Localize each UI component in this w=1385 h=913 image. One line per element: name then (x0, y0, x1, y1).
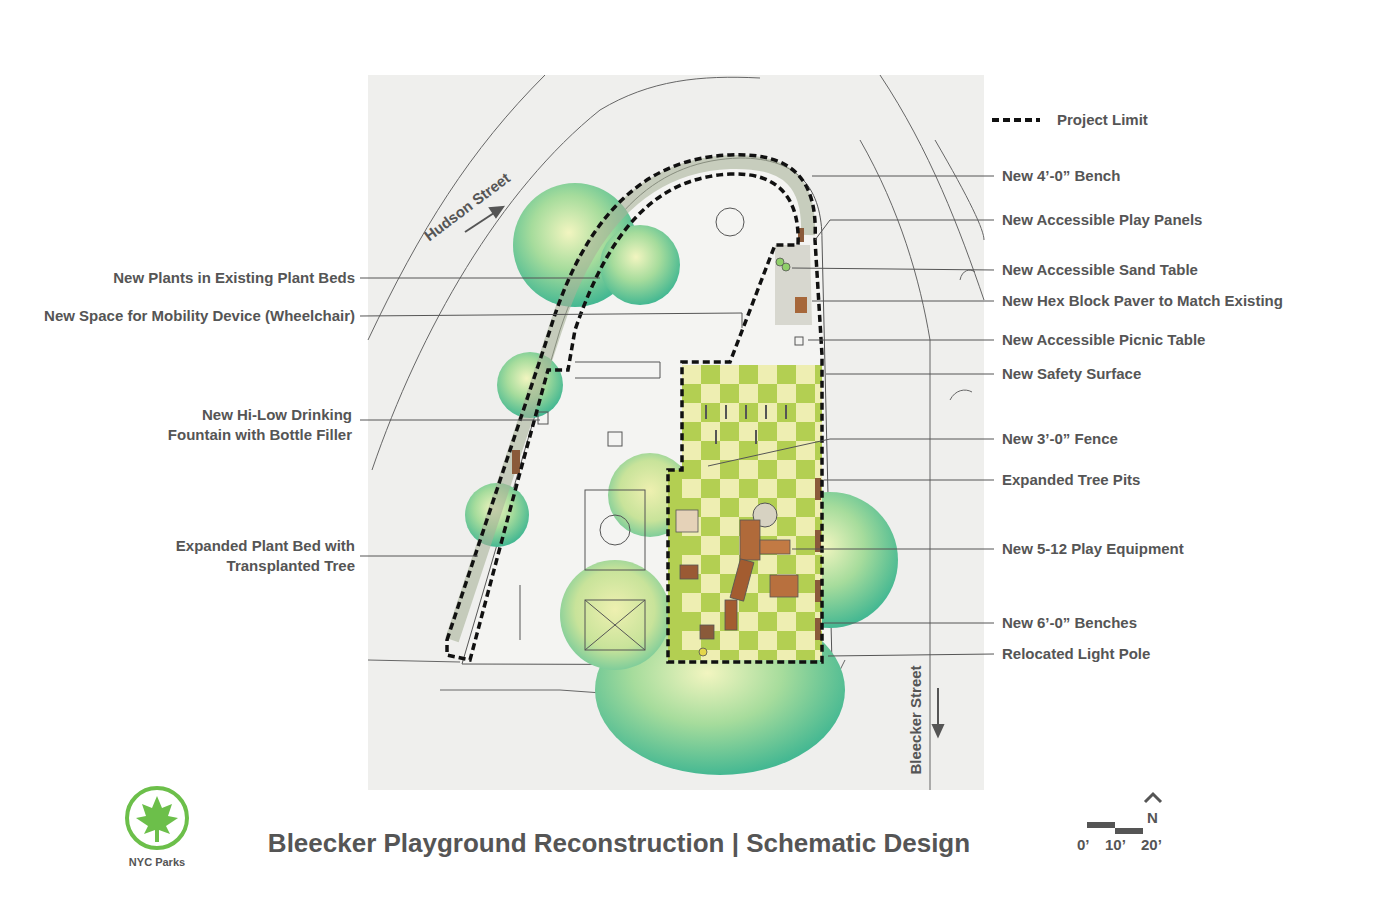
scale-number: 0’ (1077, 835, 1090, 855)
callout-label: New 4’-0” Bench (1002, 166, 1120, 186)
project-limit (447, 155, 822, 662)
callout-label: Expanded Tree Pits (1002, 470, 1140, 490)
callout-label: New Space for Mobility Device (Wheelchai… (44, 306, 355, 326)
legend-sample (992, 118, 1040, 122)
callout-label: New Accessible Picnic Table (1002, 330, 1205, 350)
north-mark: N (1147, 808, 1158, 828)
callout-label: New Safety Surface (1002, 364, 1141, 384)
picnic-table (795, 297, 807, 313)
scale-number: 10’ (1105, 835, 1126, 855)
safety-surface (682, 365, 822, 660)
callout-label: New Accessible Sand Table (1002, 260, 1198, 280)
paver-area (775, 245, 812, 325)
sand-table (776, 258, 790, 271)
play-equipment (676, 503, 798, 656)
scale-number: 20’ (1141, 835, 1162, 855)
street-name: Bleecker Street (906, 665, 926, 774)
callout-label: Expanded Plant Bed with Transplanted Tre… (150, 536, 355, 576)
plan-ground (368, 75, 984, 790)
callout-label: New Plants in Existing Plant Beds (113, 268, 355, 288)
play-posts (705, 405, 787, 444)
street-arrows (465, 207, 943, 736)
parks-logo (127, 788, 187, 848)
callout-label: New 3’-0” Fence (1002, 429, 1118, 449)
site-features (520, 208, 803, 650)
callout-label: New Hi-Low Drinking Fountain with Bottle… (137, 405, 352, 445)
callout-label: New Accessible Play Panels (1002, 210, 1202, 230)
callout-label: New Hex Block Paver to Match Existing (1002, 291, 1283, 311)
scale-bar (1087, 794, 1161, 834)
plan-title: Bleecker Playground Reconstruction | Sch… (0, 826, 1238, 860)
trees (465, 183, 898, 775)
callout-label: New 6’-0” Benches (1002, 613, 1137, 633)
logo-text: NYC Parks (129, 852, 185, 872)
callout-label: New 5-12 Play Equipment (1002, 539, 1184, 559)
callout-label: Relocated Light Pole (1002, 644, 1150, 664)
legend-label: Project Limit (1057, 110, 1148, 130)
street-lines (368, 75, 984, 790)
leader-lines (360, 176, 994, 656)
